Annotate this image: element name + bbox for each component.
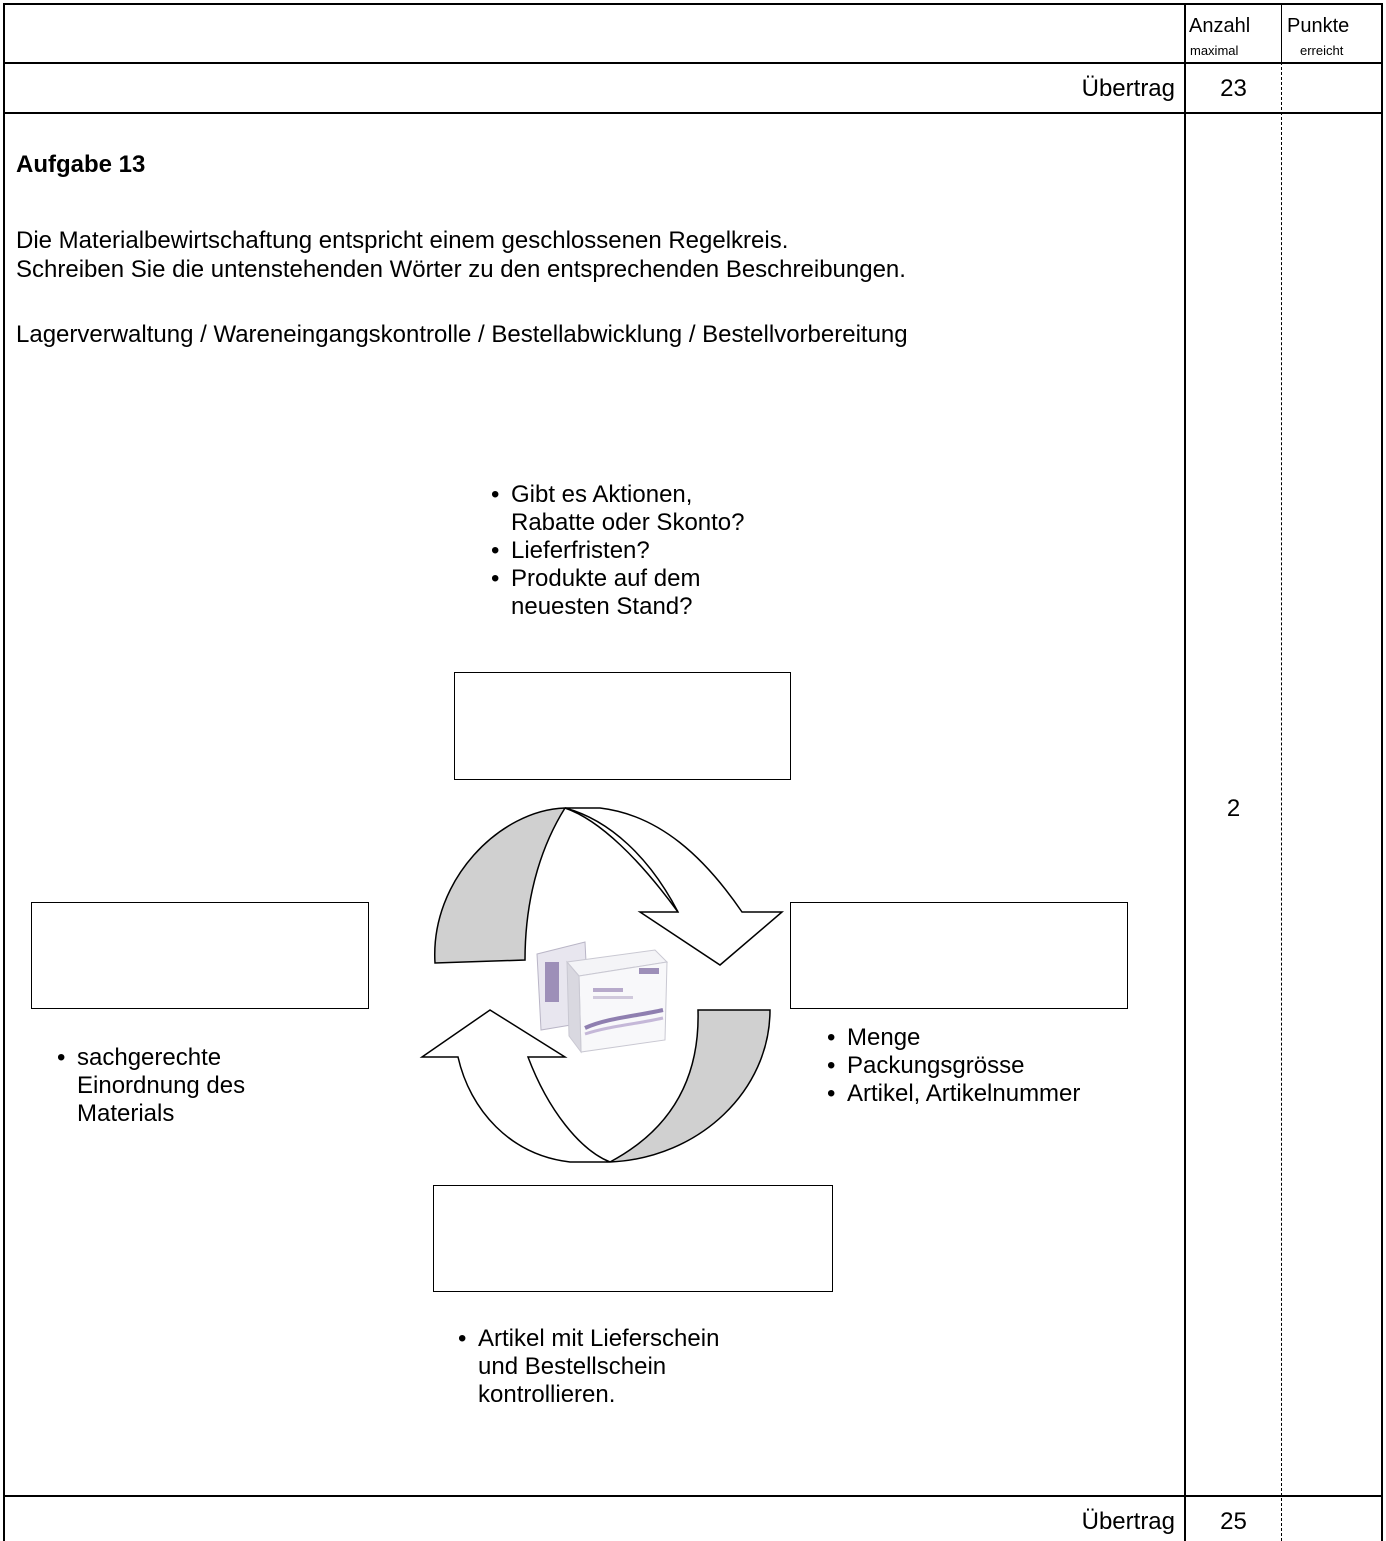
header-punkte: Punkte (1287, 15, 1350, 37)
upper-arc-shaded (434, 807, 567, 964)
frame-top (3, 3, 1382, 5)
word-list: Lagerverwaltung / Wareneingangskontrolle… (16, 321, 908, 348)
bullet-item: sachgerechte Einordnung des Materials (55, 1044, 245, 1128)
bullets-left: sachgerechte Einordnung des Materials (55, 1044, 245, 1128)
bullet-item: Lieferfristen? (489, 537, 745, 565)
header-anzahl: Anzahl (1189, 15, 1251, 37)
bullet-item: Artikel mit Lieferschein und Bestellsche… (456, 1325, 719, 1409)
carry-value-bottom: 25 (1220, 1508, 1247, 1535)
points-max: 2 (1226, 795, 1241, 822)
answer-box-top[interactable] (454, 672, 791, 780)
carry-label-top: Übertrag (1081, 75, 1175, 102)
task-instruction-2: Schreiben Sie die untenstehenden Wörter … (16, 256, 906, 283)
bullet-item: Produkte auf dem neuesten Stand? (489, 565, 745, 621)
product-box-side (566, 960, 582, 1054)
answer-box-bottom[interactable] (433, 1185, 833, 1292)
task-instruction-1: Die Materialbewirtschaftung entspricht e… (16, 227, 789, 254)
bullet-item: Packungsgrösse (825, 1052, 1080, 1080)
header-erreicht: erreicht (1300, 43, 1344, 58)
bullet-item: Artikel, Artikelnummer (825, 1080, 1080, 1108)
bullets-bottom: Artikel mit Lieferschein und Bestellsche… (456, 1325, 719, 1409)
carry-value-top: 23 (1220, 75, 1247, 102)
column-divider-1 (1184, 3, 1186, 1541)
task-title: Aufgabe 13 (16, 151, 146, 178)
upper-arc-arrow (564, 807, 785, 966)
lower-arc-arrow (419, 1009, 611, 1163)
column-divider-dashed-top (1281, 3, 1282, 62)
column-divider-dashed (1281, 62, 1282, 1541)
bullet-item: Gibt es Aktionen, Rabatte oder Skonto? (489, 481, 745, 537)
row-line-header (3, 62, 1382, 64)
frame-left (3, 3, 5, 1541)
carry-label-bottom: Übertrag (1081, 1508, 1175, 1535)
frame-right (1381, 3, 1383, 1541)
bullets-right: Menge Packungsgrösse Artikel, Artikelnum… (825, 1024, 1080, 1108)
cycle-arrows (419, 807, 785, 1163)
answer-box-right[interactable] (790, 902, 1128, 1009)
bullet-item: Menge (825, 1024, 1080, 1052)
row-line-carry-bottom (3, 1495, 1382, 1497)
header-maximal: maximal (1190, 43, 1239, 58)
product-box-front (578, 961, 668, 1053)
product-image (536, 941, 669, 1054)
answer-box-left[interactable] (31, 902, 369, 1009)
bullets-top: Gibt es Aktionen, Rabatte oder Skonto? L… (489, 481, 745, 621)
row-line-carry-top (3, 112, 1382, 114)
